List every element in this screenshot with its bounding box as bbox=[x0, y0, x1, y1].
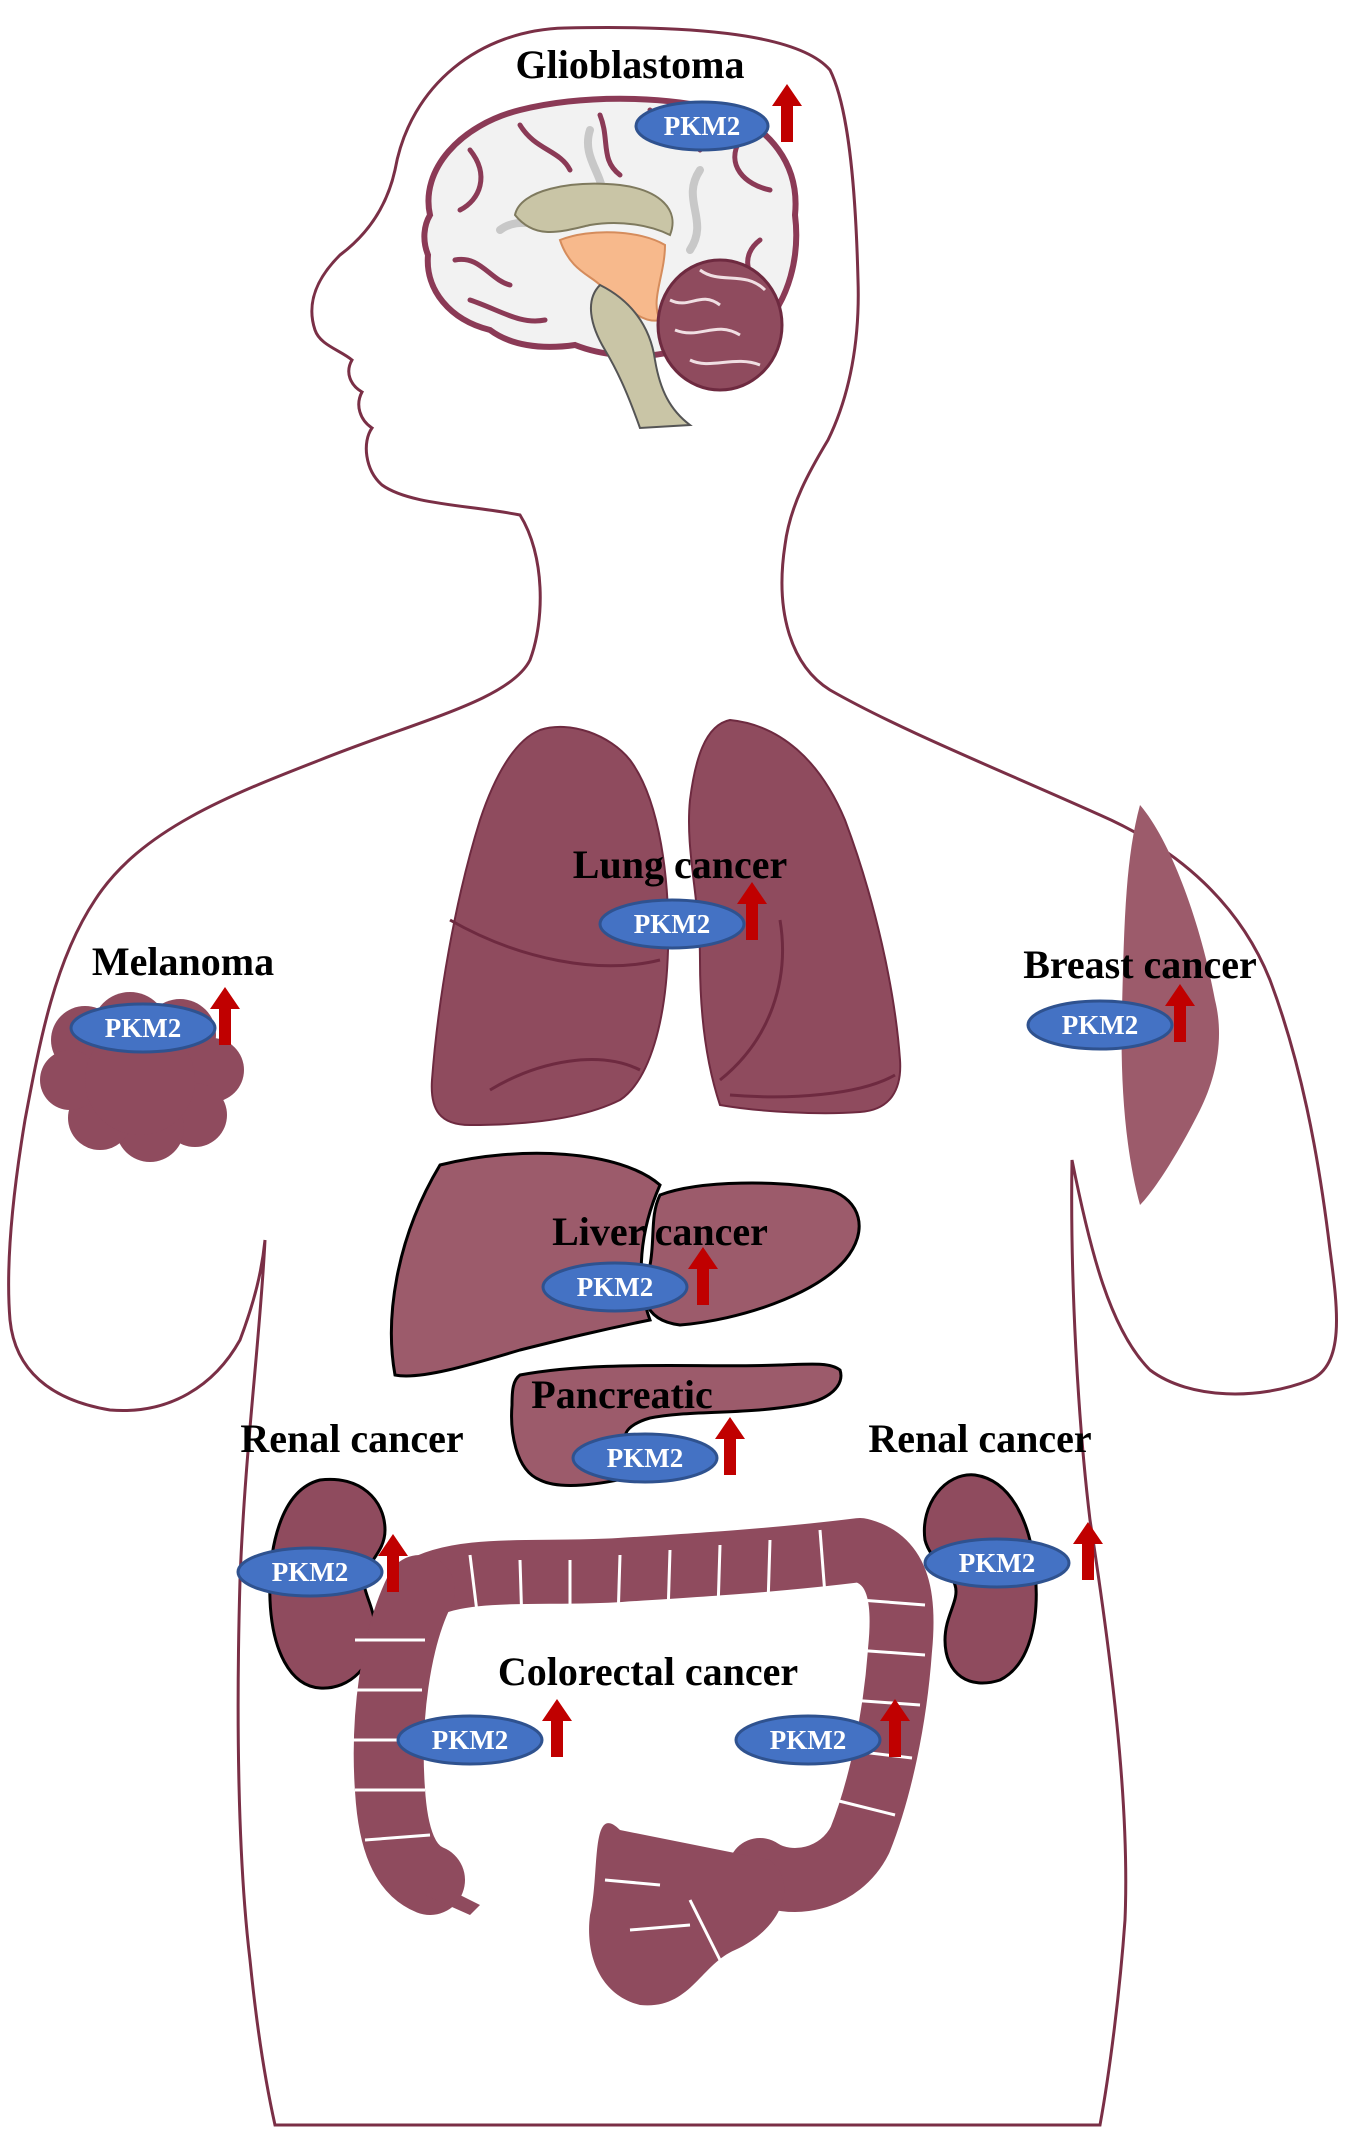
body-outline bbox=[7, 26, 1338, 2127]
up-arrow-icon bbox=[880, 1699, 910, 1757]
label-liver-cancer: Liver cancer bbox=[552, 1209, 768, 1254]
ascending-colon bbox=[353, 1555, 465, 1915]
pkm2-label: PKM2 bbox=[959, 1548, 1035, 1578]
oval-badge bbox=[236, 1546, 384, 1598]
cerebellum bbox=[656, 258, 784, 392]
pkm2-badge-liver: PKM2 bbox=[541, 1261, 689, 1313]
lung-lobe-lines bbox=[449, 918, 896, 1099]
oval-badge bbox=[541, 1261, 689, 1313]
up-arrow-icon bbox=[1073, 1522, 1103, 1580]
corpus-callosum bbox=[513, 182, 674, 237]
label-pancreatic: Pancreatic bbox=[531, 1372, 712, 1417]
pkm2-label: PKM2 bbox=[770, 1725, 846, 1755]
up-arrow-icon bbox=[772, 84, 802, 142]
liver-left-lobe bbox=[643, 1181, 861, 1327]
right-lung bbox=[430, 725, 670, 1127]
lungs bbox=[430, 718, 902, 1127]
label-colorectal-cancer: Colorectal cancer bbox=[498, 1649, 798, 1694]
pkm2-label: PKM2 bbox=[634, 909, 710, 939]
up-arrow-icon bbox=[737, 882, 767, 940]
pkm2-badge-glioblastoma: PKM2 bbox=[634, 100, 770, 152]
liver-right-lobe bbox=[390, 1151, 662, 1378]
oval-badge bbox=[396, 1714, 544, 1766]
label-lung-cancer: Lung cancer bbox=[573, 842, 787, 887]
pkm2-label: PKM2 bbox=[577, 1272, 653, 1302]
pkm2-badge-renal-left: PKM2 bbox=[236, 1546, 384, 1598]
oval-badge bbox=[69, 1002, 217, 1054]
sigmoid-colon bbox=[589, 1823, 785, 2006]
oval-badge bbox=[923, 1537, 1071, 1589]
pkm2-badge-colorectal-left: PKM2 bbox=[396, 1714, 544, 1766]
up-arrow-icon bbox=[715, 1417, 745, 1475]
brainstem bbox=[589, 283, 693, 430]
label-glioblastoma: Glioblastoma bbox=[516, 42, 745, 87]
up-arrow-icon bbox=[542, 1699, 572, 1757]
label-renal-cancer-left: Renal cancer bbox=[240, 1416, 463, 1461]
pkm2-label: PKM2 bbox=[105, 1013, 181, 1043]
oval-badge bbox=[734, 1714, 882, 1766]
label-breast-cancer: Breast cancer bbox=[1023, 942, 1257, 987]
up-arrow-icon bbox=[688, 1247, 718, 1305]
up-arrow-icon bbox=[378, 1534, 408, 1592]
label-melanoma: Melanoma bbox=[92, 939, 274, 984]
oval-badge bbox=[598, 898, 746, 950]
colon bbox=[352, 1518, 934, 2006]
pkm2-label: PKM2 bbox=[1062, 1010, 1138, 1040]
oval-badge bbox=[571, 1432, 719, 1484]
pkm2-badge-pancreatic: PKM2 bbox=[571, 1432, 719, 1484]
pkm2-badge-colorectal-right: PKM2 bbox=[734, 1714, 882, 1766]
appendix bbox=[425, 1880, 480, 1915]
pkm2-badge-melanoma: PKM2 bbox=[69, 1002, 217, 1054]
colon-tube bbox=[388, 1518, 934, 1912]
pkm2-badge-renal-right: PKM2 bbox=[923, 1537, 1071, 1589]
brain bbox=[421, 95, 800, 430]
pkm2-label: PKM2 bbox=[607, 1443, 683, 1473]
up-arrow-icon bbox=[210, 987, 240, 1045]
up-arrow-icon bbox=[1165, 984, 1195, 1042]
pkm2-label: PKM2 bbox=[272, 1557, 348, 1587]
pkm2-badge-lung: PKM2 bbox=[598, 898, 746, 950]
pkm2-label: PKM2 bbox=[664, 111, 740, 141]
oval-badge bbox=[634, 100, 770, 152]
cerebellum-folds bbox=[669, 268, 767, 367]
pkm2-badge-breast: PKM2 bbox=[1026, 999, 1174, 1051]
oval-badge bbox=[1026, 999, 1174, 1051]
left-lung bbox=[687, 718, 902, 1115]
pkm2-label: PKM2 bbox=[432, 1725, 508, 1755]
label-renal-cancer-right: Renal cancer bbox=[868, 1416, 1091, 1461]
colon-haustra bbox=[352, 1529, 926, 1961]
